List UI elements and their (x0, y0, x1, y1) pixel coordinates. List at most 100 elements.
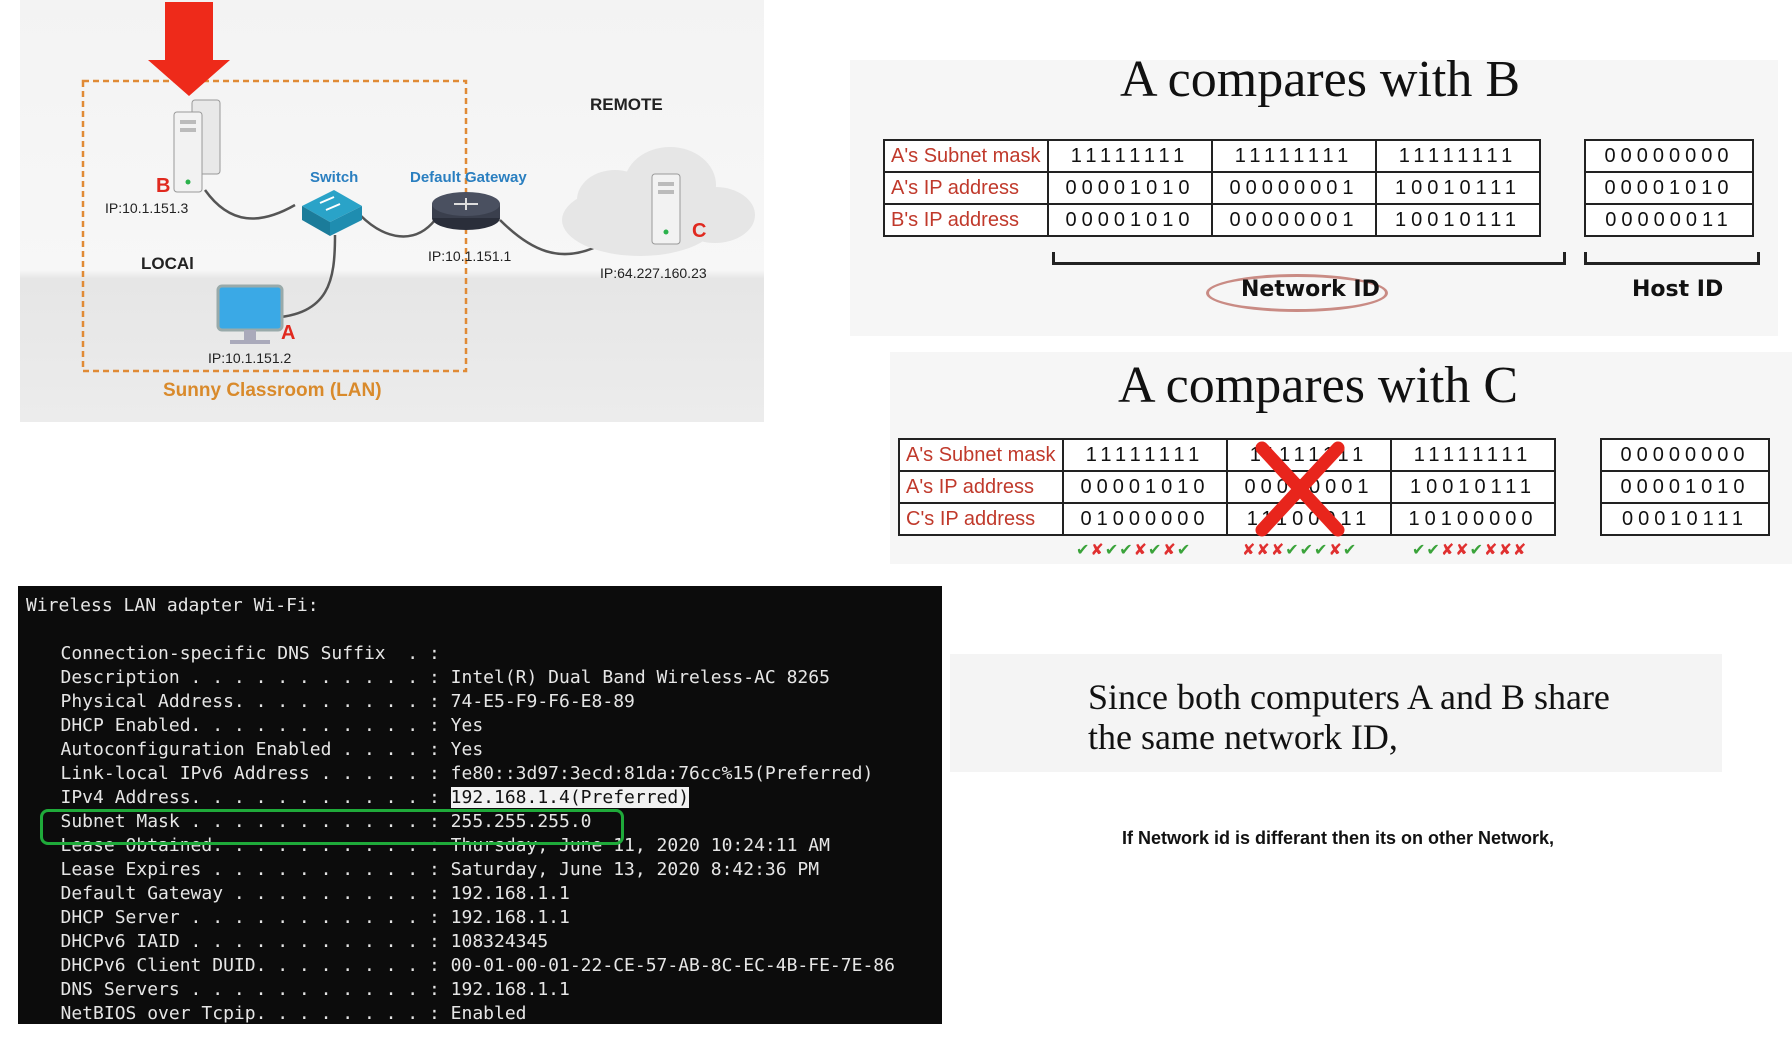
terminal-line: IPv4 Address. . . . . . . . . . . : 192.… (28, 786, 690, 810)
gateway-label: Default Gateway (410, 169, 527, 186)
compare-ab-title: A compares with B (1120, 51, 1521, 108)
table-row: 00001010 (1584, 171, 1754, 205)
octet-cell: 10010111 (1375, 203, 1541, 237)
terminal-header: Wireless LAN adapter Wi-Fi: (26, 595, 319, 616)
subnet-mask-highlight (40, 809, 624, 845)
local-label: LOCAl (141, 254, 194, 273)
network-id-ellipse (1206, 274, 1388, 312)
cross-icon: ✘ (1498, 540, 1513, 559)
server-c-icon (651, 173, 681, 245)
octet-cell: 00001010 (1047, 171, 1213, 205)
terminal-line: Description . . . . . . . . . . . : Inte… (28, 667, 830, 688)
terminal-line-text: IPv4 Address. . . . . . . . . . . : (28, 787, 451, 808)
computer-b-letter: B (156, 175, 171, 197)
table-row: 00010111 (1600, 502, 1770, 536)
terminal-line: DHCPv6 IAID . . . . . . . . . . . : 1083… (28, 931, 549, 952)
terminal-line: Link-local IPv6 Address . . . . . : fe80… (28, 763, 874, 784)
terminal-line: DNS Servers . . . . . . . . . . . : 192.… (28, 979, 570, 1000)
cross-icon: ✘ (1133, 540, 1149, 559)
cross-icon: ✘ (1512, 540, 1528, 559)
host-cell: 00010111 (1600, 502, 1770, 536)
check-icon: ✔ (1342, 540, 1358, 559)
check-icon: ✔ (1469, 540, 1485, 559)
terminal-line: Lease Obtained. . . . . . . . . . : Thur… (28, 835, 830, 856)
table-row: C's IP address 01000000 11100011 1010000… (898, 502, 1556, 536)
check-marks-octet-3: ✔✔✘✘✔✘✘✘ (1412, 540, 1527, 559)
terminal-line: DHCPv6 Client DUID. . . . . . . . : 00-0… (28, 955, 895, 976)
table-row: A's Subnet mask 11111111 11111111 111111… (898, 438, 1556, 472)
terminal-line: NetBIOS over Tcpip. . . . . . . . : Enab… (28, 1003, 527, 1024)
red-cross-icon (1255, 441, 1345, 537)
cross-icon: ✘ (1328, 540, 1343, 559)
lan-caption: Sunny Classroom (LAN) (163, 380, 382, 401)
note-line-1: Since both computers A and B share (1088, 677, 1610, 717)
terminal-line: DHCP Enabled. . . . . . . . . . . : Yes (28, 715, 484, 736)
cross-icon: ✘ (1270, 540, 1286, 559)
host-cell: 00000000 (1600, 438, 1770, 472)
octet-cell: 10010111 (1375, 171, 1541, 205)
octet-cell: 11111111 (1047, 139, 1213, 173)
terminal-line: Autoconfiguration Enabled . . . . : Yes (28, 739, 484, 760)
host-id-label: Host ID (1632, 277, 1724, 302)
table-row: 00000011 (1584, 203, 1754, 237)
computer-c-letter: C (692, 220, 707, 242)
terminal-window: Wireless LAN adapter Wi-Fi: Connection-s… (18, 586, 942, 1024)
note-line-2: the same network ID, (1088, 717, 1398, 757)
computer-c-ip: IP:64.227.160.23 (600, 265, 707, 281)
cross-icon: ✘ (1484, 540, 1499, 559)
row-label: A's Subnet mask (883, 139, 1049, 173)
terminal-line: Default Gateway . . . . . . . . . : 192.… (28, 883, 570, 904)
computer-a-ip: IP:10.1.151.2 (208, 350, 292, 366)
terminal-line: DHCP Server . . . . . . . . . . . : 192.… (28, 907, 570, 928)
table-row: B's IP address 00001010 00000001 1001011… (883, 203, 1541, 237)
check-marks-octet-1: ✔✘✔✔✘✔✘✔ (1076, 540, 1191, 559)
cable-gateway-cloud (499, 219, 601, 256)
octet-cell: 10100000 (1390, 502, 1556, 536)
terminal-line: Lease Expires . . . . . . . . . . : Satu… (28, 859, 820, 880)
cross-icon: ✘ (1440, 540, 1456, 559)
check-icon: ✔ (1412, 540, 1427, 559)
gateway-ip: IP:10.1.151.1 (428, 248, 512, 264)
network-id-brace (1052, 252, 1566, 265)
compare-ac-title: A compares with C (1118, 357, 1519, 414)
table-row: A's Subnet mask 11111111 11111111 111111… (883, 139, 1541, 173)
octet-cell: 11111111 (1375, 139, 1541, 173)
cross-icon: ✘ (1256, 540, 1271, 559)
terminal-line: Subnet Mask . . . . . . . . . . . : 255.… (28, 811, 592, 832)
check-icon: ✔ (1148, 540, 1163, 559)
octet-cell: 11111111 (1390, 438, 1556, 472)
computer-b-ip: IP:10.1.151.3 (105, 200, 189, 216)
host-cell: 00000011 (1584, 203, 1754, 237)
row-label: B's IP address (883, 203, 1049, 237)
cross-icon: ✘ (1090, 540, 1105, 559)
octet-cell: 01000000 (1062, 502, 1228, 536)
cable-switch-gateway (359, 214, 436, 238)
octet-cell: 11111111 (1211, 139, 1377, 173)
check-icon: ✔ (1176, 540, 1192, 559)
monitor-a-icon (216, 284, 284, 344)
host-cell: 00001010 (1600, 470, 1770, 504)
row-label: A's Subnet mask (898, 438, 1064, 472)
octet-cell: 00000001 (1211, 171, 1377, 205)
switch-icon (302, 190, 362, 236)
note-footnote: If Network id is differant then its on o… (1122, 828, 1555, 848)
lan-boundary (81, 79, 468, 373)
compare-ab-table: A's Subnet mask 11111111 11111111 111111… (883, 139, 1541, 237)
row-label: C's IP address (898, 502, 1064, 536)
cross-icon: ✘ (1162, 540, 1177, 559)
router-icon (432, 192, 500, 230)
compare-ac-table: A's Subnet mask 11111111 11111111 111111… (898, 438, 1556, 536)
terminal-line: Physical Address. . . . . . . . . : 74-E… (28, 691, 635, 712)
host-id-brace (1584, 252, 1760, 265)
cross-icon: ✘ (1455, 540, 1470, 559)
cable-a-switch (269, 234, 337, 320)
octet-cell: 00001010 (1062, 470, 1228, 504)
check-icon: ✔ (1426, 540, 1441, 559)
table-row: A's IP address 00001010 00000001 1001011… (898, 470, 1556, 504)
table-row: 00001010 (1600, 470, 1770, 504)
server-b-icon (173, 99, 221, 193)
row-label: A's IP address (898, 470, 1064, 504)
network-id-label: Network ID (1241, 277, 1380, 302)
table-row: 00000000 (1600, 438, 1770, 472)
computer-a-letter: A (281, 322, 296, 344)
